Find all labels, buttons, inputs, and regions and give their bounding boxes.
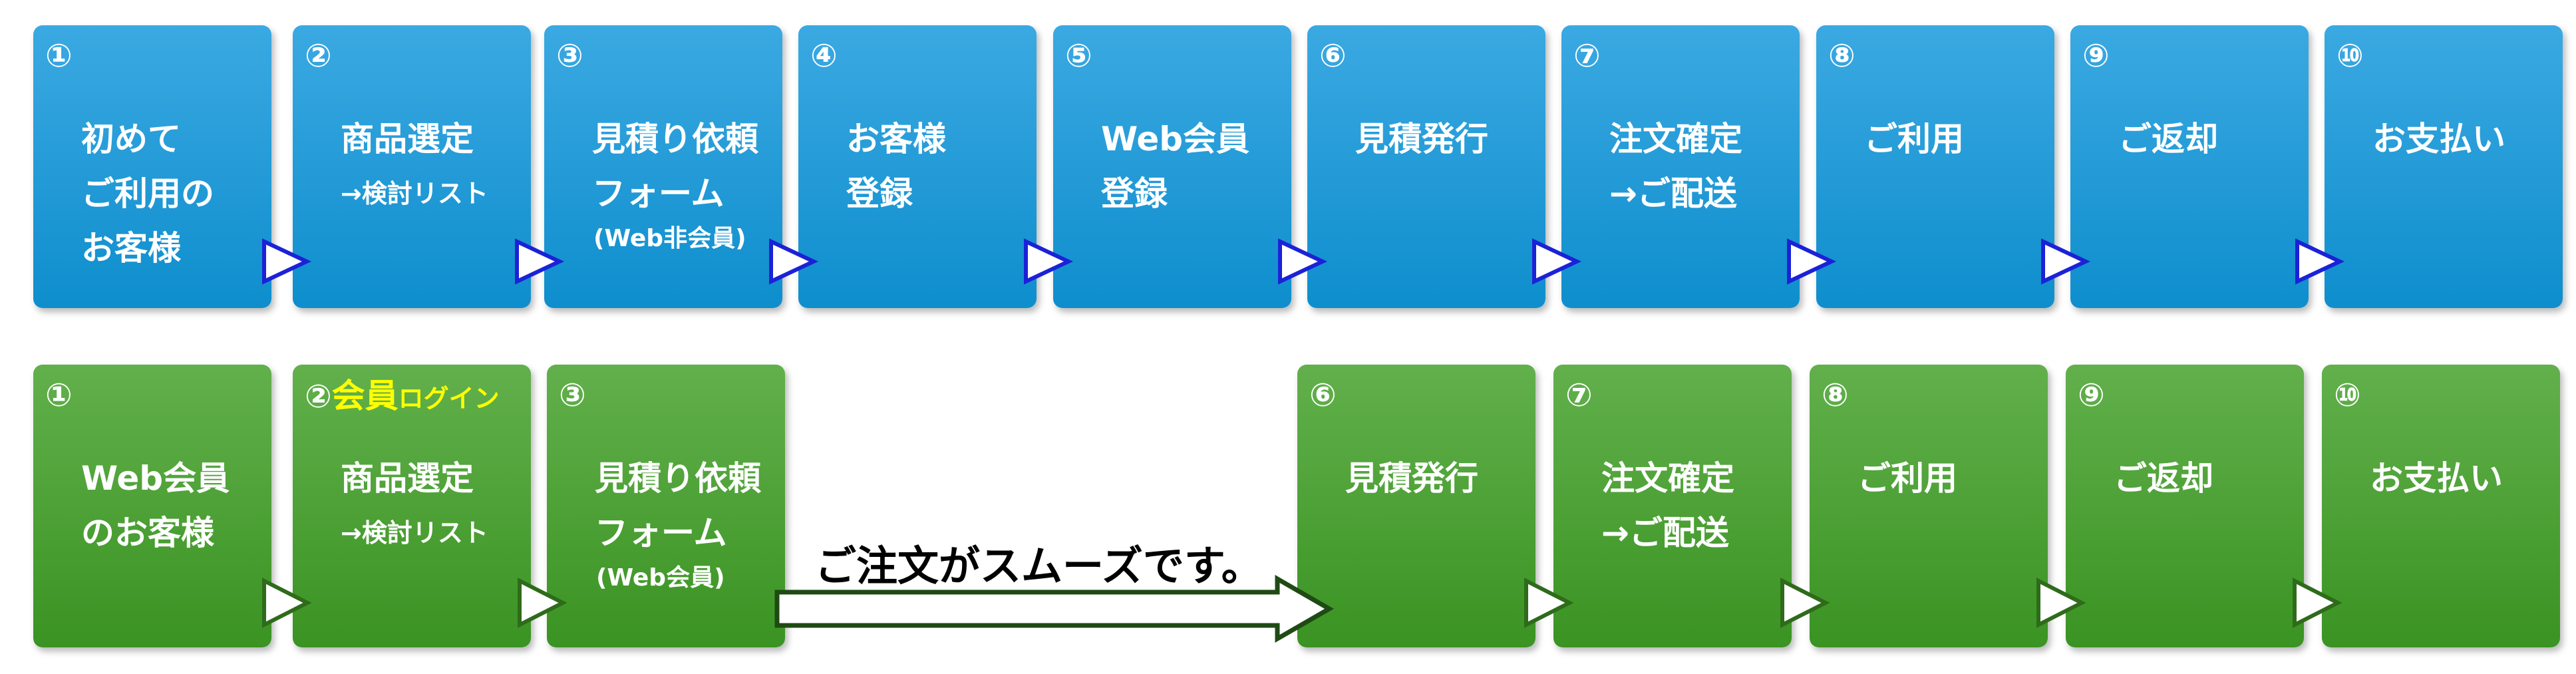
member-highlight: 会員: [331, 377, 399, 415]
bottom-step-8-card: ⑧ ご利用: [1810, 365, 2048, 647]
bottom-arrow-1: [262, 578, 312, 628]
bottom-arrow-3: [1524, 578, 1574, 628]
step-note: (Web会員): [596, 564, 725, 591]
step-number: ②会員ログイン: [305, 377, 500, 415]
bottom-step-2-card: ②会員ログイン 商品選定 →検討リスト: [293, 365, 531, 647]
step-note: (Web非会員): [593, 225, 746, 252]
step-number: ③: [559, 377, 586, 414]
step-number: ⑩: [2336, 37, 2364, 75]
step-title: Web会員 のお客様: [81, 459, 230, 552]
step-title: お支払い: [2370, 459, 2503, 498]
step-number: ⑥: [1319, 37, 1347, 75]
step-number: ①: [45, 37, 73, 75]
top-step-2-card: ② 商品選定 →検討リスト: [293, 25, 531, 308]
top-step-10-card: ⑩ お支払い: [2325, 25, 2563, 308]
step-title: Web会員 登録: [1101, 120, 1250, 213]
step-number: ⑧: [1828, 37, 1855, 75]
step-title: 商品選定 →検討リスト: [341, 112, 488, 221]
step-title: ご返却: [2118, 120, 2218, 158]
top-arrow-9: [2295, 238, 2345, 285]
bottom-arrow-2: [518, 578, 567, 628]
step-title: お支払い: [2372, 120, 2505, 158]
top-step-5-card: ⑤ Web会員 登録: [1053, 25, 1291, 308]
top-step-8-card: ⑧ ご利用: [1816, 25, 2054, 308]
step-title: 見積発行: [1355, 120, 1488, 158]
step-title: 見積り依頼 フォーム (Web会員): [595, 451, 761, 596]
bottom-step-3-card: ③ 見積り依頼 フォーム (Web会員): [547, 365, 785, 647]
login-highlight: ログイン: [398, 384, 500, 413]
step-subtitle: →検討リスト: [341, 518, 488, 548]
top-arrow-4: [1024, 238, 1074, 285]
step-number: ③: [556, 37, 583, 75]
step-title: ご利用: [1864, 120, 1964, 158]
step-number: ④: [810, 37, 838, 75]
top-arrow-3: [769, 238, 819, 285]
step-number: ⑦: [1565, 377, 1593, 414]
step-number: ⑥: [1309, 377, 1337, 414]
step-number: ⑦: [1573, 37, 1601, 75]
bottom-row-arrows: [262, 574, 2342, 643]
top-step-9-card: ⑨ ご返却: [2070, 25, 2309, 308]
top-arrow-5: [1278, 238, 1328, 285]
step-title: ご利用: [1857, 459, 1957, 498]
top-step-6-card: ⑥ 見積発行: [1307, 25, 1545, 308]
step-number: ⑩: [2334, 377, 2361, 414]
top-step-7-card: ⑦ 注文確定 →ご配送: [1561, 25, 1800, 308]
step-title: 見積発行: [1345, 459, 1478, 498]
top-arrow-2: [515, 238, 565, 285]
step-number: ⑧: [1822, 377, 1849, 414]
step-number: ①: [45, 377, 73, 414]
bottom-step-9-card: ⑨ ご返却: [2066, 365, 2304, 647]
top-arrow-8: [2041, 238, 2091, 285]
top-step-3-card: ③ 見積り依頼 フォーム (Web非会員): [544, 25, 782, 308]
bottom-step-10-card: ⑩ お支払い: [2322, 365, 2560, 647]
bottom-arrow-6: [2293, 578, 2342, 628]
step-number: ②: [305, 37, 332, 75]
top-arrow-1: [262, 238, 312, 285]
step-title: 見積り依頼 フォーム (Web非会員): [592, 112, 758, 257]
step-subtitle: →検討リスト: [341, 179, 488, 208]
top-arrow-7: [1787, 238, 1837, 285]
step-title: 注文確定 →ご配送: [1601, 459, 1734, 552]
top-arrow-6: [1532, 238, 1582, 285]
top-step-4-card: ④ お客様 登録: [798, 25, 1037, 308]
bottom-long-arrow: [774, 574, 1335, 643]
bottom-step-7-card: ⑦ 注文確定 →ご配送: [1553, 365, 1792, 647]
step-title: 注文確定 →ご配送: [1609, 120, 1742, 213]
top-row-arrows: [262, 238, 2345, 285]
step-title: ご返却: [2114, 459, 2213, 498]
bottom-step-6-card: ⑥ 見積発行: [1297, 365, 1535, 647]
step-number: ⑨: [2078, 377, 2105, 414]
step-number: ⑨: [2082, 37, 2110, 75]
bottom-arrow-5: [2036, 578, 2086, 628]
step-number: ⑤: [1065, 37, 1092, 75]
bottom-arrow-4: [1780, 578, 1830, 628]
shortcut-message: ご注文がスムーズです。: [815, 542, 1263, 590]
step-title: 商品選定 →検討リスト: [341, 451, 488, 560]
step-title: お客様 登録: [846, 120, 946, 213]
step-title: 初めて ご利用の お客様: [81, 120, 214, 267]
bottom-step-1-card: ① Web会員 のお客様: [33, 365, 271, 647]
top-step-1-card: ① 初めて ご利用の お客様: [33, 25, 271, 308]
